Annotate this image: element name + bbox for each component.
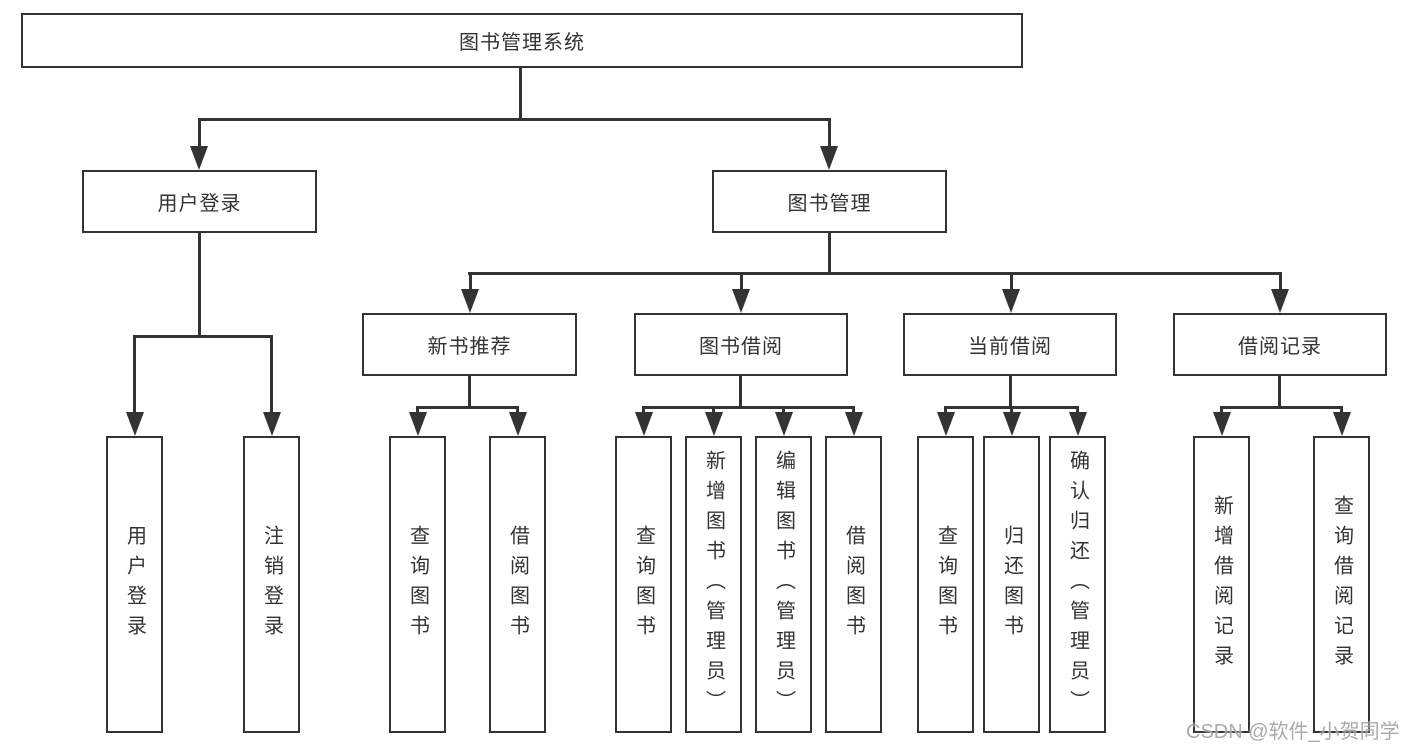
arrow-to-record-query [1333, 412, 1351, 436]
connector-record-trunk [1278, 376, 1281, 406]
connector-current-stem-3 [1076, 406, 1079, 412]
arrow-to-leaf-user-login [126, 412, 144, 436]
connector-root-to-login-stem [198, 118, 201, 146]
connector-root-to-mgmt-stem [828, 118, 831, 146]
arrow-to-borrow-record [1271, 289, 1289, 313]
arrow-to-current-borrow [1002, 289, 1020, 313]
leaf-logout-label: 注销登录 [260, 524, 283, 645]
leaf-borrow-add-books-admin-label: 新增图书（管理员） [702, 449, 725, 720]
connector-current-trunk [1009, 376, 1012, 406]
leaf-borrow-add-books-admin: 新增图书（管理员） [685, 436, 742, 733]
connector-borrow-stem-1 [642, 406, 645, 412]
connector-borrow-stem-4 [852, 406, 855, 412]
leaf-current-return-books: 归还图书 [983, 436, 1040, 733]
connector-login-stem-1 [133, 335, 136, 412]
connector-mgmt-stem-3 [1010, 272, 1013, 289]
leaf-record-add-borrow-record-label: 新增借阅记录 [1210, 494, 1233, 675]
leaf-newbook-borrow-books: 借阅图书 [489, 436, 546, 733]
leaf-record-query-borrow-record-label: 查询借阅记录 [1330, 494, 1353, 675]
leaf-record-add-borrow-record: 新增借阅记录 [1193, 436, 1250, 733]
arrow-to-record-add [1213, 412, 1231, 436]
connector-borrow-stem-3 [782, 406, 785, 412]
node-library-management-system: 图书管理系统 [21, 13, 1023, 68]
leaf-current-confirm-return-admin: 确认归还（管理员） [1049, 436, 1106, 733]
arrow-to-borrow-query [635, 412, 653, 436]
connector-record-stem-2 [1340, 406, 1343, 412]
node-borrow-record: 借阅记录 [1173, 313, 1387, 376]
connector-mgmt-stem-1 [469, 272, 472, 289]
connector-newbook-crossbar [416, 406, 519, 409]
arrow-to-current-confirm [1069, 412, 1087, 436]
leaf-current-confirm-return-admin-label: 确认归还（管理员） [1066, 449, 1089, 720]
node-book-management: 图书管理 [712, 170, 947, 233]
arrow-to-leaf-logout [263, 412, 281, 436]
arrow-to-user-login [190, 146, 208, 170]
leaf-borrow-borrow-books: 借阅图书 [825, 436, 882, 733]
connector-borrow-trunk [739, 376, 742, 406]
connector-mgmt-crossbar [468, 272, 1282, 275]
arrow-to-newbook-borrow [509, 412, 527, 436]
leaf-logout: 注销登录 [243, 436, 300, 733]
leaf-borrow-edit-books-admin-label: 编辑图书（管理员） [772, 449, 795, 720]
arrow-to-new-book-recommend [461, 289, 479, 313]
leaf-user-login-label: 用户登录 [123, 524, 146, 645]
connector-mgmt-stem-2 [740, 272, 743, 289]
node-current-borrow: 当前借阅 [903, 313, 1117, 376]
leaf-current-return-books-label: 归还图书 [1000, 524, 1023, 645]
connector-newbook-trunk [468, 376, 471, 406]
node-user-login: 用户登录 [82, 170, 317, 233]
connector-mgmt-stem-4 [1279, 272, 1282, 289]
node-new-book-recommend: 新书推荐 [362, 313, 577, 376]
leaf-user-login: 用户登录 [106, 436, 163, 733]
connector-newbook-stem-2 [516, 406, 519, 412]
leaf-current-query-books-label: 查询图书 [934, 524, 957, 645]
connector-root-crossbar [198, 118, 831, 121]
connector-newbook-stem-1 [416, 406, 419, 412]
arrow-to-current-return [1003, 412, 1021, 436]
leaf-newbook-query-books-label: 查询图书 [406, 524, 429, 645]
connector-current-stem-1 [944, 406, 947, 412]
leaf-borrow-query-books-label: 查询图书 [632, 524, 655, 645]
connector-root-trunk [519, 68, 522, 118]
arrow-to-book-management [820, 146, 838, 170]
csdn-watermark: CSDN @软件_小贺同学 [1186, 721, 1400, 743]
connector-record-stem-1 [1220, 406, 1223, 412]
arrow-to-current-query [937, 412, 955, 436]
leaf-borrow-edit-books-admin: 编辑图书（管理员） [755, 436, 812, 733]
leaf-current-query-books: 查询图书 [917, 436, 974, 733]
connector-login-stem-2 [270, 335, 273, 412]
arrow-to-borrow-borrow [845, 412, 863, 436]
arrow-to-borrow-edit [775, 412, 793, 436]
node-book-borrow: 图书借阅 [634, 313, 848, 376]
connector-mgmt-trunk [828, 233, 831, 272]
connector-record-crossbar [1220, 406, 1343, 409]
arrow-to-borrow-add [705, 412, 723, 436]
connector-current-stem-2 [1010, 406, 1013, 412]
connector-borrow-crossbar [642, 406, 855, 409]
leaf-borrow-query-books: 查询图书 [615, 436, 672, 733]
connector-login-crossbar [133, 335, 273, 338]
leaf-newbook-borrow-books-label: 借阅图书 [506, 524, 529, 645]
arrow-to-book-borrow [732, 289, 750, 313]
leaf-newbook-query-books: 查询图书 [389, 436, 446, 733]
connector-borrow-stem-2 [712, 406, 715, 412]
leaf-borrow-borrow-books-label: 借阅图书 [842, 524, 865, 645]
arrow-to-newbook-query [409, 412, 427, 436]
connector-login-trunk [198, 233, 201, 335]
leaf-record-query-borrow-record: 查询借阅记录 [1313, 436, 1370, 733]
